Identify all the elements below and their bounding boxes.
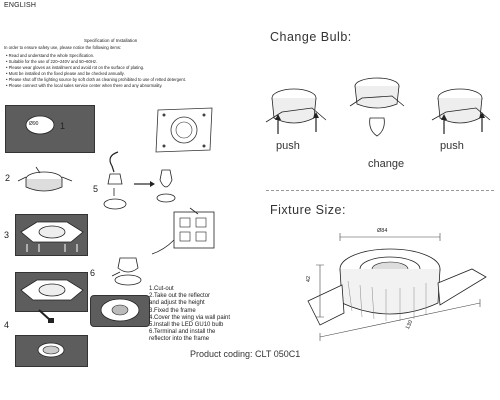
change-bulb-title: Change Bulb:	[270, 30, 352, 44]
step-text: and adjust the height	[149, 300, 205, 307]
intro-text: In order to ensure safety use, please no…	[4, 45, 122, 50]
step-number-2: 2	[5, 173, 11, 183]
installed-fixture-diagram	[100, 298, 140, 322]
change-label: change	[368, 158, 405, 170]
step-text: 4.Cover the wing via wall paint	[149, 314, 231, 321]
installation-steps-list: 1.Cut-out 2.Take out the reflector and a…	[149, 286, 230, 344]
frame-fix-diagram	[20, 221, 84, 252]
step-text: reflector into the frame	[149, 336, 210, 343]
spec-title: Specification of Installation	[84, 38, 138, 43]
step-number-1: 1	[60, 121, 66, 131]
step-number-3: 3	[4, 230, 10, 240]
rule-item: • Please shut off the lighting source by…	[6, 76, 186, 82]
cutout-diameter-label: Ø90	[29, 121, 39, 127]
step-text: 5.Install the LED GU10 bulb	[149, 322, 224, 329]
paint-brush-icon	[38, 309, 54, 323]
ceiling-plate-diagram	[155, 107, 213, 153]
step-text: 1.Cut-out	[149, 286, 174, 292]
rule-item: • Please wear gloves as installment and …	[6, 64, 145, 70]
step-text: 3.Fixed the frame	[149, 307, 196, 314]
rule-item: • Must be installed on the fixed please …	[6, 70, 125, 76]
reflector-install-diagram	[111, 257, 142, 286]
rule-item: • Please connect with the local sales se…	[6, 82, 163, 88]
bulb-install-diagram	[103, 151, 176, 210]
rule-item: • Read and understand the whole Specific…	[6, 53, 95, 58]
push-label-left: push	[276, 140, 300, 152]
fixture-dimension-diagram	[307, 233, 487, 341]
push-label-right: push	[440, 140, 464, 152]
diameter-dimension-label: Ø84	[377, 228, 388, 234]
step-text: 2.Take out the reflector	[149, 293, 211, 300]
rule-item: • Suitable for the use of 220~240V and 5…	[6, 58, 98, 64]
cutout-hole-diagram	[25, 115, 55, 135]
step-number-5: 5	[93, 184, 99, 194]
frame-adjust-diagram	[17, 166, 73, 192]
wing-paint-diagram	[20, 279, 84, 301]
safety-rules-list: • Read and understand the whole Specific…	[6, 53, 186, 88]
step-text: 6.Terminal and install the	[149, 329, 216, 336]
change-bulb-diagram	[265, 77, 491, 137]
finished-cutout-diagram	[37, 342, 65, 358]
step-number-4: 4	[4, 320, 10, 330]
height-dimension-label: 42	[306, 275, 313, 283]
language-heading: ENGLISH	[4, 2, 37, 9]
step-number-6: 6	[90, 268, 96, 278]
product-coding: Product coding: CLT 050C1	[190, 349, 301, 359]
terminal-block-diagram	[151, 207, 215, 255]
fixture-size-title: Fixture Size:	[270, 203, 346, 217]
section-divider	[266, 190, 494, 191]
